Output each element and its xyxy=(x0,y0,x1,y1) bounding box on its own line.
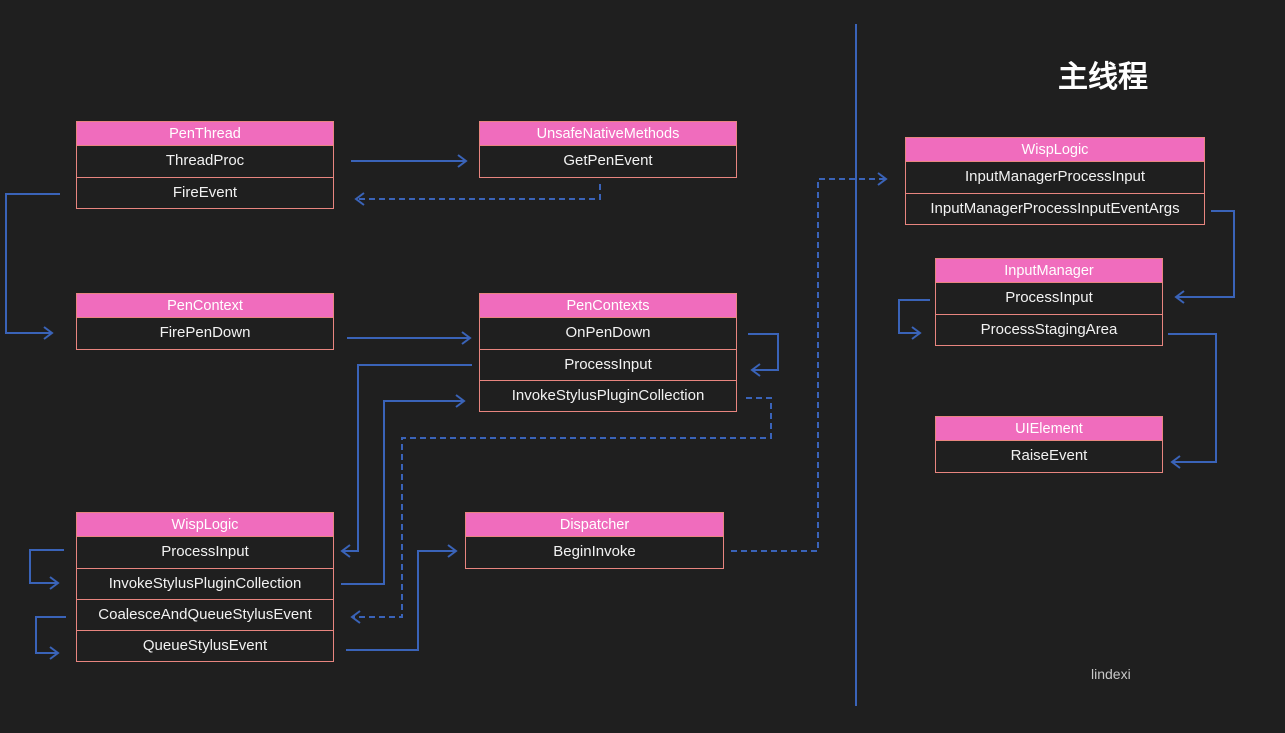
method-begininvoke: BeginInvoke xyxy=(466,537,723,568)
method-firependown: FirePenDown xyxy=(77,318,333,349)
method-invokestyluspluginCollection: InvokeStylusPluginCollection xyxy=(77,568,333,599)
arrow-firependown-to-onpendown xyxy=(347,331,472,345)
box-header: WispLogic xyxy=(77,513,333,537)
arrowhead-invokestylus-to-coalesce xyxy=(350,610,361,624)
box-header: UnsafeNativeMethods xyxy=(480,122,736,146)
arrow-pencontexts-to-wisplogic-processinput xyxy=(340,364,472,558)
box-header: PenContexts xyxy=(480,294,736,318)
pen-contexts-box: PenContexts OnPenDown ProcessInput Invok… xyxy=(479,293,737,412)
method-fireevent: FireEvent xyxy=(77,177,333,208)
arrow-invokestylus-to-coalesce xyxy=(352,397,772,618)
arrow-getpenevent-return xyxy=(356,184,601,200)
arrow-coalesce-to-queue-loop xyxy=(35,616,66,660)
arrow-processinput-to-invokestylus-loop xyxy=(29,549,64,590)
arrowhead-getpenevent-return xyxy=(354,192,365,206)
method-getpenevent: GetPenEvent xyxy=(480,146,736,177)
dispatcher-box: Dispatcher BeginInvoke xyxy=(465,512,724,569)
ui-element-box: UIElement RaiseEvent xyxy=(935,416,1163,473)
method-raiseevent: RaiseEvent xyxy=(936,441,1162,472)
method-processinput: ProcessInput xyxy=(480,349,736,380)
method-processinput: ProcessInput xyxy=(77,537,333,568)
box-header: UIElement xyxy=(936,417,1162,441)
input-manager-box: InputManager ProcessInput ProcessStaging… xyxy=(935,258,1163,346)
arrow-processinput-to-staging-loop xyxy=(898,299,930,340)
arrow-staging-to-raiseevent xyxy=(1168,333,1217,469)
box-header: Dispatcher xyxy=(466,513,723,537)
method-inputmanagerprocessinput: InputManagerProcessInput xyxy=(906,162,1204,193)
method-invokestyluspluginCollection: InvokeStylusPluginCollection xyxy=(480,380,736,411)
method-threadproc: ThreadProc xyxy=(77,146,333,177)
arrow-wisplogic-to-invokestylus xyxy=(341,394,466,585)
method-inputmanagerprocessinputeventargs: InputManagerProcessInputEventArgs xyxy=(906,193,1204,224)
wisp-logic-left-box: WispLogic ProcessInput InvokeStylusPlugi… xyxy=(76,512,334,662)
arrow-fireevent-to-firependown xyxy=(5,193,60,340)
arrow-onpendown-to-processinput xyxy=(748,333,779,377)
author-signature: lindexi xyxy=(1091,666,1131,682)
pen-context-box: PenContext FirePenDown xyxy=(76,293,334,350)
method-queuestylusevent: QueueStylusEvent xyxy=(77,630,333,661)
method-onpendown: OnPenDown xyxy=(480,318,736,349)
box-header: PenThread xyxy=(77,122,333,146)
arrow-queue-to-begininvoke xyxy=(346,544,458,651)
method-processinput: ProcessInput xyxy=(936,283,1162,314)
arrow-eventargs-to-inputmanager xyxy=(1174,210,1235,304)
box-header: WispLogic xyxy=(906,138,1204,162)
box-header: InputManager xyxy=(936,259,1162,283)
pen-thread-box: PenThread ThreadProc FireEvent xyxy=(76,121,334,209)
arrow-threadproc-to-getpenevent xyxy=(351,154,468,168)
arrowhead-begininvoke-to-wisplogic-right xyxy=(877,172,888,186)
arrow-begininvoke-to-wisplogic-right xyxy=(731,178,886,552)
unsafe-native-methods-box: UnsafeNativeMethods GetPenEvent xyxy=(479,121,737,178)
main-thread-title: 主线程 xyxy=(1058,60,1148,95)
method-processstagingarea: ProcessStagingArea xyxy=(936,314,1162,345)
wisp-logic-right-box: WispLogic InputManagerProcessInput Input… xyxy=(905,137,1205,225)
method-coalesceandqueuestylusevent: CoalesceAndQueueStylusEvent xyxy=(77,599,333,630)
box-header: PenContext xyxy=(77,294,333,318)
